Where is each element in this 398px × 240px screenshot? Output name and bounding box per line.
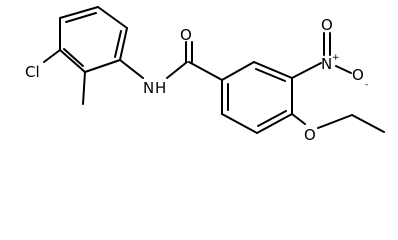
- chlorine-atom-label: Cl: [25, 63, 40, 81]
- carbonyl-ring-bond: [188, 61, 223, 81]
- ethyl-bond: [351, 114, 385, 133]
- nitro-single-bond: [335, 65, 352, 74]
- nitro-oxygen-single-label: O: [352, 66, 364, 84]
- amide-nitrogen-label: N: [143, 79, 154, 97]
- c-cl-bond: [43, 49, 61, 63]
- methyl-bond: [82, 71, 86, 105]
- amide-hydrogen-label: H: [155, 79, 166, 97]
- chemical-structure: Cl N H O N + O O - O: [25, 6, 385, 144]
- ring-n-bond: [119, 59, 144, 79]
- nitro-nitrogen-label: N: [321, 55, 332, 73]
- ring-nitro-bond: [291, 62, 322, 79]
- right-benzene-ring: [221, 61, 293, 134]
- ether-ethyl-bond: [317, 114, 353, 129]
- carbonyl-oxygen-label: O: [180, 26, 192, 44]
- nitro-positive-charge: +: [332, 53, 340, 63]
- nitro-oxygen-double-label: O: [321, 16, 333, 34]
- nitro-negative-charge: -: [365, 80, 368, 90]
- ether-oxygen-label: O: [304, 126, 316, 144]
- left-benzene-ring: [59, 6, 128, 73]
- n-carbonyl-bond: [166, 61, 188, 79]
- ring-ether-bond: [291, 113, 306, 125]
